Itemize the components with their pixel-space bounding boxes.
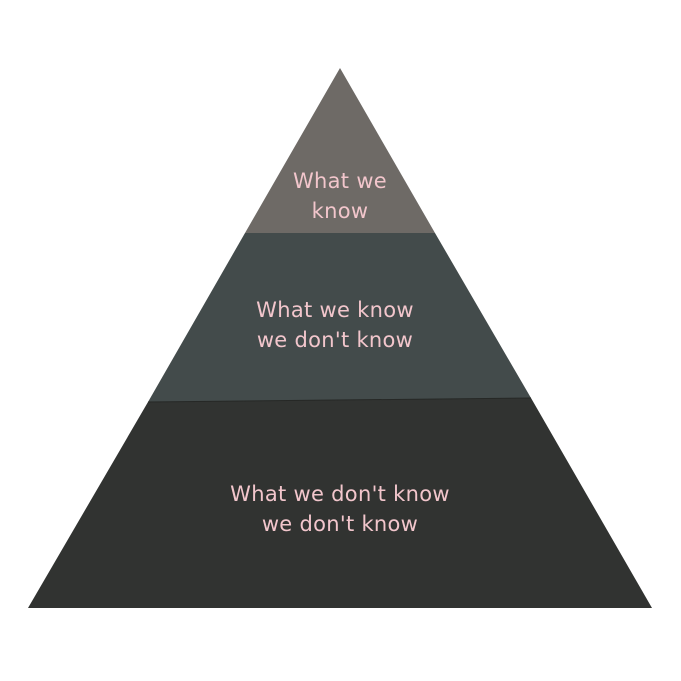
tier-middle-line-1: What we know (256, 298, 414, 322)
tier-top-label: What we know (240, 166, 440, 226)
tier-bottom-line-1: What we don't know (230, 482, 450, 506)
tier-top-line-2: know (311, 199, 369, 223)
tier-bottom-label: What we don't know we don't know (180, 479, 500, 539)
tier-middle-line-2: we don't know (256, 328, 414, 352)
pyramid-tier-top (245, 68, 435, 233)
tier-divider (147, 397, 532, 403)
tier-top-line-1: What we (292, 169, 388, 193)
tier-bottom-line-2: we don't know (261, 512, 419, 536)
pyramid-tier-bottom (28, 398, 652, 608)
tier-middle-label: What we know we don't know (200, 295, 470, 355)
pyramid-tier-middle (148, 233, 531, 402)
